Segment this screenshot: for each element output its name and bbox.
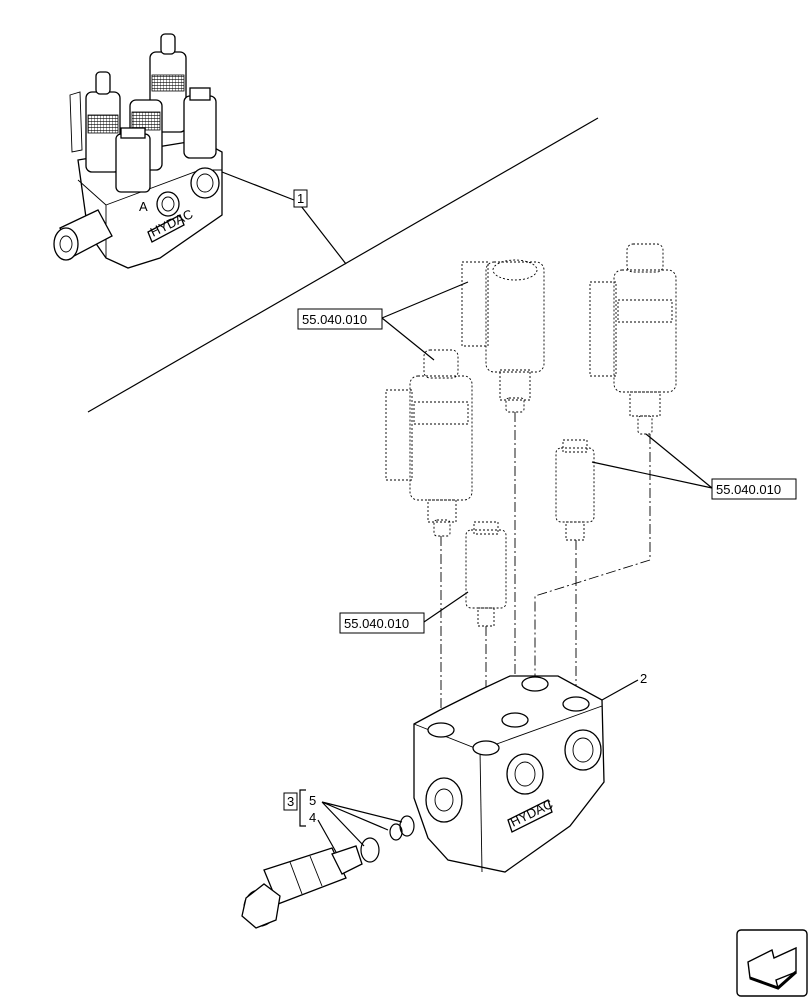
solenoid-left	[385, 349, 473, 537]
assembled-valve-illustration: HYDAC A	[53, 33, 223, 269]
o-ring-set	[360, 815, 415, 863]
callout-4-label: 4	[309, 810, 316, 825]
solenoid-upper-centre	[461, 259, 545, 413]
view-arrow-icon	[736, 929, 808, 997]
view-divider-line	[87, 117, 599, 413]
callout-2: 2	[601, 671, 647, 701]
cartridge-valve	[241, 845, 363, 929]
callout-2-label: 2	[640, 671, 647, 686]
callout-3-label: 3	[287, 794, 294, 809]
callout-1-label: 1	[297, 191, 304, 206]
pressure-switch-lower	[465, 521, 507, 627]
solenoid-right	[589, 243, 677, 435]
ref-right-label: 55.040.010	[716, 482, 781, 497]
callout-1: 1	[221, 171, 347, 265]
ref-upper-label: 55.040.010	[302, 312, 367, 327]
reference-callout-lower: 55.040.010	[339, 591, 469, 634]
reference-callout-right: 55.040.010	[591, 433, 797, 500]
port-mark-a: A	[139, 199, 148, 214]
reference-callout-upper: 55.040.010	[297, 281, 469, 361]
callout-5-label: 5	[309, 793, 316, 808]
ref-lower-label: 55.040.010	[344, 616, 409, 631]
pressure-switch-right	[555, 439, 595, 541]
callout-3-4-5: 3 5 4	[283, 789, 403, 853]
valve-block-main: HYDAC	[413, 675, 605, 873]
